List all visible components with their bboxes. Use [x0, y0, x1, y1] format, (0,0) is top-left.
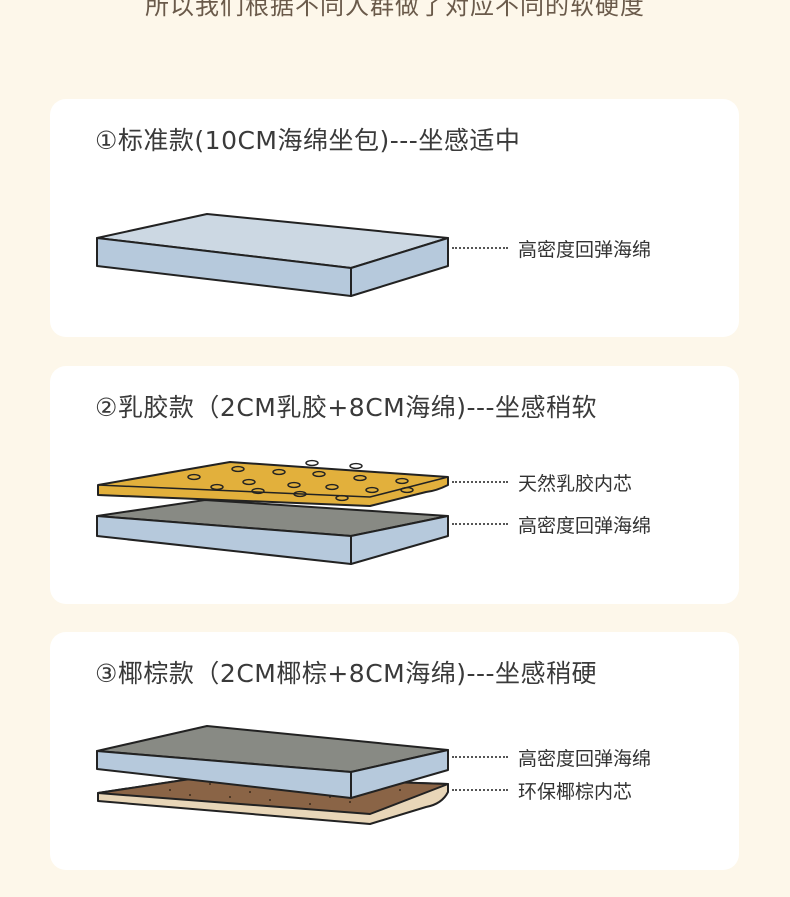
leader-line — [452, 481, 508, 483]
sponge-layer-illustration — [96, 213, 449, 297]
card-latex: ②乳胶款（2CM乳胶+8CM海绵)---坐感稍软 — [50, 366, 739, 604]
leader-line — [452, 789, 508, 791]
coconut-texture — [169, 783, 401, 805]
card-coconut-palm: ③椰棕款（2CM椰棕+8CM海绵)---坐感稍硬 高密度回弹海绵 环保椰棕内芯 — [50, 632, 739, 870]
label-latex: 天然乳胶内芯 — [518, 473, 633, 495]
top-caption: 所以我们根据不同人群做了对应不同的软硬度 — [145, 0, 645, 20]
label-sponge: 高密度回弹海绵 — [518, 239, 652, 261]
leader-line — [452, 523, 508, 525]
card-title-standard: ①标准款(10CM海绵坐包)---坐感适中 — [95, 126, 521, 155]
latex-sponge-illustration — [96, 459, 449, 565]
label-coconut-palm: 环保椰棕内芯 — [518, 781, 633, 803]
card-title-coconut-palm: ③椰棕款（2CM椰棕+8CM海绵)---坐感稍硬 — [95, 659, 598, 688]
label-sponge: 高密度回弹海绵 — [518, 748, 652, 770]
latex-holes — [187, 459, 414, 502]
card-title-latex: ②乳胶款（2CM乳胶+8CM海绵)---坐感稍软 — [95, 393, 598, 422]
card-standard: ①标准款(10CM海绵坐包)---坐感适中 高密度回弹海绵 — [50, 99, 739, 337]
sponge-coconut-illustration — [96, 725, 449, 825]
leader-line — [452, 756, 508, 758]
leader-line — [452, 247, 508, 249]
label-sponge: 高密度回弹海绵 — [518, 515, 652, 537]
